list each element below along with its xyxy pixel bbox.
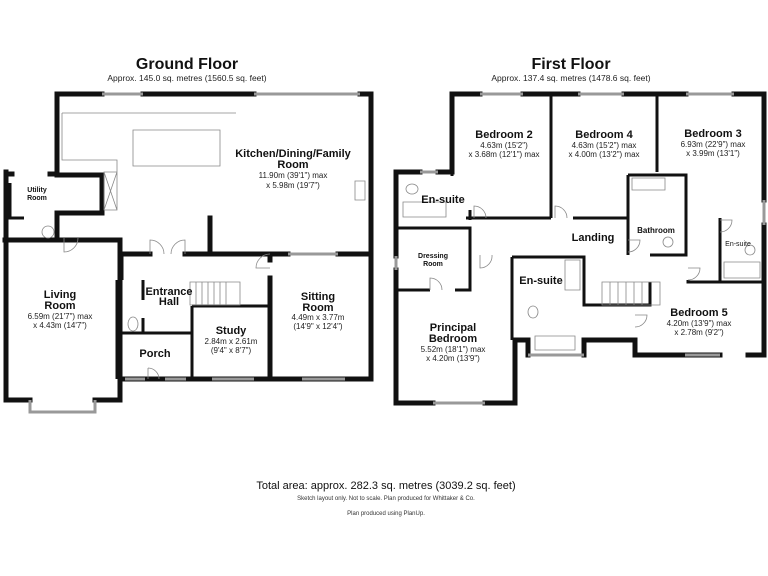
room-dimensions: x 5.98m (19'7") [266,181,320,190]
room-principal-bedroom: Principal Bedroom 5.52m (18'1") max x 4.… [421,322,486,363]
room-dimensions: 4.63m (15'2") max [572,141,637,150]
room-bedroom-4: Bedroom 4 4.63m (15'2") max x 4.00m (13'… [568,129,639,159]
room-name: En-suite [421,194,464,206]
room-name: Dressing [418,253,448,260]
room-name: Sitting [301,291,335,303]
room-name: Bedroom [429,333,478,345]
first-floor-title: First Floor [531,56,610,73]
plan-credit: Plan produced using PlanUp. [347,511,425,517]
room-name: Room [27,195,47,202]
room-study: Study 2.84m x 2.61m (9'4" x 8'7") [205,325,258,355]
room-name: Kitchen/Dining/Family [235,148,351,160]
room-entrance-hall: Entrance Hall [145,286,192,308]
room-name: Utility [27,187,47,194]
room-name: Room [44,300,75,312]
room-en-suite-bedroom-3: En-suite [725,241,751,248]
room-name: Study [216,325,247,337]
room-name: Porch [139,348,170,360]
ground-floor-title: Ground Floor [136,56,238,73]
room-name: En-suite [519,275,562,287]
first-floor-walls [393,91,767,406]
room-dimensions: x 3.99m (13'1") [686,149,740,158]
room-name: Landing [572,232,615,244]
room-name: Bathroom [637,226,675,235]
room-name: Hall [159,296,179,308]
room-living: Living Room 6.59m (21'7") max x 4.43m (1… [28,289,93,330]
room-dimensions: 4.20m (13'9") max [667,319,732,328]
room-dimensions: x 4.43m (14'7") [33,321,87,330]
room-utility: Utility Room [27,187,47,202]
room-name: Bedroom 2 [475,129,532,141]
room-dimensions: x 2.78m (9'2") [674,328,724,337]
room-porch: Porch [139,348,170,360]
room-kitchen-dining-family: Kitchen/Dining/Family Room 11.90m (39'1"… [235,148,351,190]
room-bedroom-3: Bedroom 3 6.93m (22'9") max x 3.99m (13'… [681,128,746,158]
room-dimensions: 4.49m x 3.77m [292,313,345,322]
disclaimer-note: Sketch layout only. Not to scale. Plan p… [297,496,475,502]
room-name: En-suite [725,241,751,248]
room-dimensions: (9'4" x 8'7") [211,346,252,355]
room-dimensions: 2.84m x 2.61m [205,337,258,346]
first-floor-area: Approx. 137.4 sq. metres (1478.6 sq. fee… [491,73,650,83]
room-en-suite-bedroom-2: En-suite [421,194,464,206]
ground-floor-walls [2,91,374,414]
room-sitting: Sitting Room 4.49m x 3.77m (14'9" x 12'4… [292,291,345,331]
ground-floor-area: Approx. 145.0 sq. metres (1560.5 sq. fee… [107,73,266,83]
room-name: Bedroom 3 [684,128,741,140]
room-dimensions: x 4.20m (13'9") [426,354,480,363]
ground-floor: Ground Floor Approx. 145.0 sq. metres (1… [2,56,374,414]
footer: Total area: approx. 282.3 sq. metres (30… [256,480,515,517]
room-dimensions: x 3.68m (12'1") max [468,150,539,159]
room-name: Entrance [145,286,192,298]
room-name: Bedroom 5 [670,307,727,319]
room-dimensions: 5.52m (18'1") max [421,345,486,354]
room-dressing: Dressing Room [418,253,448,268]
room-dimensions: 6.93m (22'9") max [681,140,746,149]
room-dimensions: 4.63m (15'2") [480,141,528,150]
room-dimensions: 6.59m (21'7") max [28,312,93,321]
room-name: Bedroom 4 [575,129,633,141]
room-landing: Landing [572,232,615,244]
room-name: Room [277,159,308,171]
room-dimensions: x 4.00m (13'2") max [568,150,639,159]
room-name: Room [423,261,443,268]
room-name: Living [44,289,76,301]
room-bedroom-2: Bedroom 2 4.63m (15'2") x 3.68m (12'1") … [468,129,539,159]
room-en-suite-principal: En-suite [519,275,562,287]
room-dimensions: (14'9" x 12'4") [293,322,343,331]
room-name: Principal [430,322,476,334]
first-floor: First Floor Approx. 137.4 sq. metres (14… [393,56,767,406]
total-area: Total area: approx. 282.3 sq. metres (30… [256,480,515,492]
room-bedroom-5: Bedroom 5 4.20m (13'9") max x 2.78m (9'2… [667,307,732,337]
room-name: Room [302,302,333,314]
room-dimensions: 11.90m (39'1") max [259,171,328,180]
room-bathroom: Bathroom [637,226,675,235]
